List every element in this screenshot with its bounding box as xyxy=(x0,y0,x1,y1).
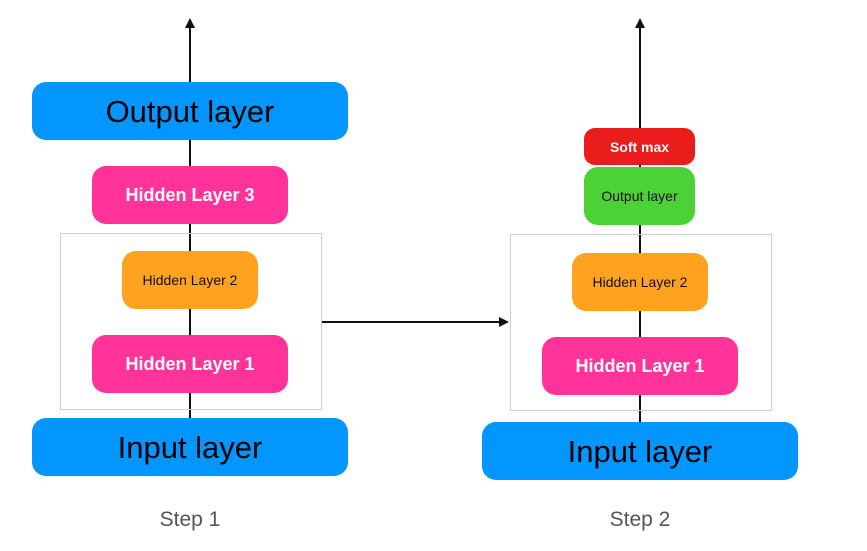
step1-output-layer: Output layer xyxy=(32,82,348,140)
step1-hidden-layer-1: Hidden Layer 1 xyxy=(92,335,288,393)
step1-hidden-layer-2: Hidden Layer 2 xyxy=(122,251,258,309)
step1-hidden-layer-3: Hidden Layer 3 xyxy=(92,166,288,224)
step2-transfer-box xyxy=(510,234,772,411)
step1-hidden-layer-2-label: Hidden Layer 2 xyxy=(142,272,238,288)
step2-hidden-layer-2: Hidden Layer 2 xyxy=(572,253,708,311)
step2-output-layer-label: Output layer xyxy=(601,188,678,204)
step1-transfer-box xyxy=(60,233,322,410)
step1-output-layer-label: Output layer xyxy=(105,93,275,129)
step2-hidden-layer-1: Hidden Layer 1 xyxy=(542,337,738,395)
step2-caption: Step 2 xyxy=(609,508,671,531)
step2-soft-max: Soft max xyxy=(584,128,695,165)
step2-input-layer-label: Input layer xyxy=(567,433,713,469)
step2-soft-max-label: Soft max xyxy=(609,138,670,155)
step1-input-layer: Input layer xyxy=(32,418,348,476)
step2-input-layer: Input layer xyxy=(482,422,798,480)
step1-input-layer-label: Input layer xyxy=(117,429,263,465)
step1-hidden-layer-3-label: Hidden Layer 3 xyxy=(125,185,255,205)
step2-output-layer: Output layer xyxy=(584,167,695,225)
step1-caption: Step 1 xyxy=(159,508,221,531)
step2-hidden-layer-2-label: Hidden Layer 2 xyxy=(592,274,688,290)
step1-hidden-layer-1-label: Hidden Layer 1 xyxy=(125,354,255,374)
step2-hidden-layer-1-label: Hidden Layer 1 xyxy=(575,356,705,376)
